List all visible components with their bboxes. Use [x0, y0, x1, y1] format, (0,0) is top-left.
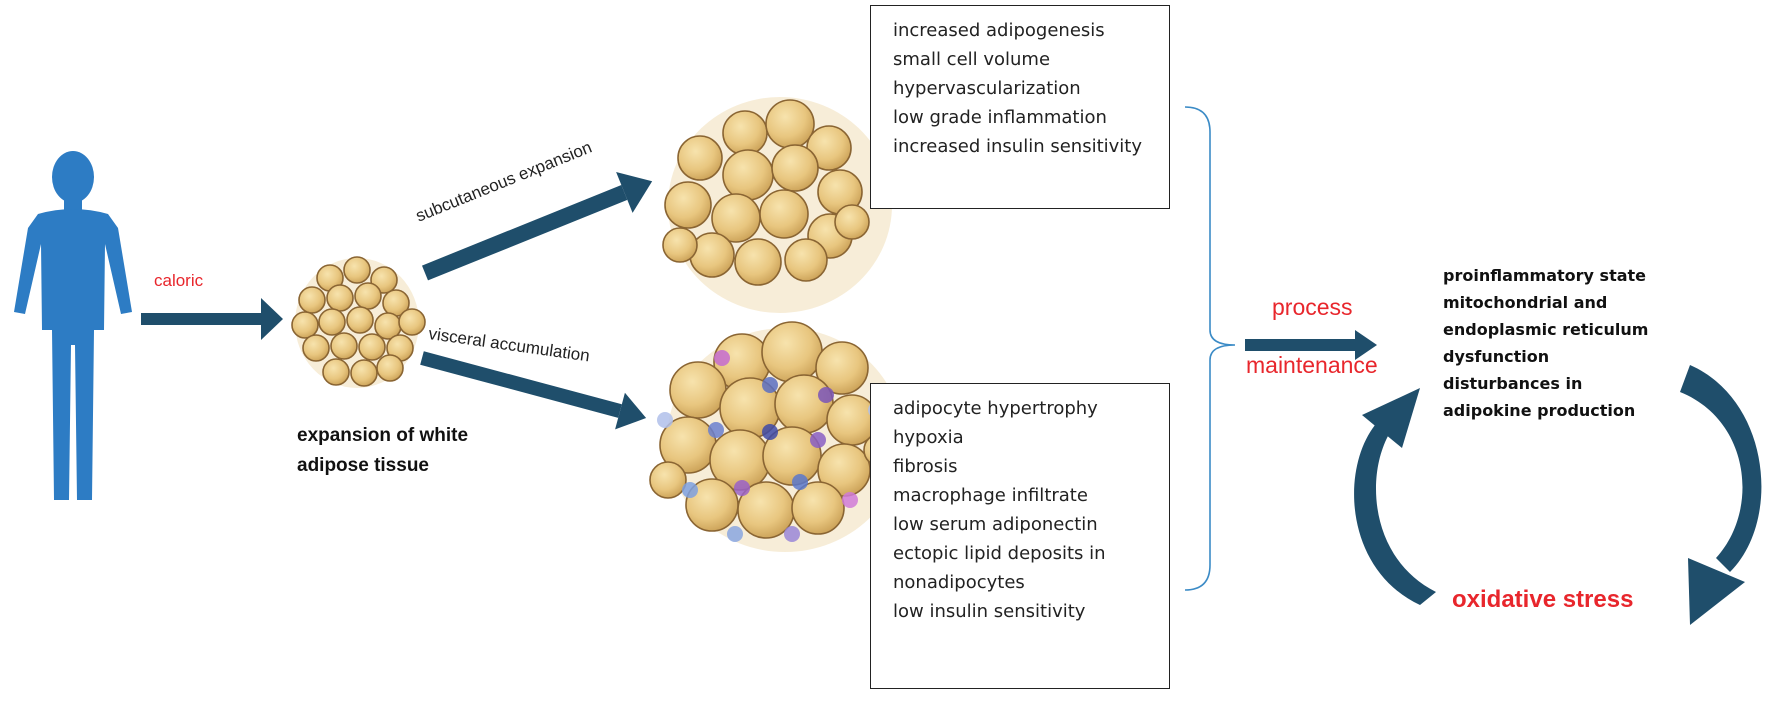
visceral-arrow [420, 351, 647, 430]
process-arrow [1245, 330, 1377, 360]
expansion-title: expansion of white adipose tissue [297, 421, 468, 481]
oxidative-stress-label: oxidative stress [1452, 586, 1634, 613]
adipocyte-cell [677, 135, 723, 181]
cycle-arrow-right [1680, 365, 1762, 625]
maintenance-label: maintenance [1246, 352, 1378, 378]
caloric-arrow [141, 298, 283, 340]
caloric-label: caloric [154, 271, 204, 290]
visceral-features-box: adipocyte hypertrophy hypoxia fibrosis macr… [870, 383, 1170, 689]
adipocyte-cell [662, 227, 698, 263]
immune-cell [810, 432, 826, 448]
adipocyte-cell [298, 286, 326, 314]
bracket [1184, 106, 1236, 591]
subcutaneous-features-box: increased adipogenesis small cell volume h… [870, 5, 1170, 209]
adipocyte-cell [649, 461, 687, 499]
adipose-cluster-icon [291, 256, 426, 388]
adipocyte-cell [376, 354, 404, 382]
visceral-feature-item: macrophage infiltrate [893, 485, 1088, 506]
adipocyte-cell [765, 99, 815, 149]
adipocyte-cell [326, 284, 354, 312]
adipocyte-cell [398, 308, 426, 336]
visceral-feature-item: low insulin sensitivity [893, 601, 1086, 622]
process-label: process [1272, 294, 1353, 320]
immune-cell [792, 474, 808, 490]
adipocyte-cell [302, 334, 330, 362]
immune-cell [708, 422, 724, 438]
subcutaneous-feature-item: small cell volume [893, 49, 1051, 70]
visceral-feature-item: nonadipocytes [893, 572, 1025, 593]
consequences-list: proinflammatory state mitochondrial and en… [1443, 262, 1648, 424]
immune-cell [818, 387, 834, 403]
adipocyte-cell [291, 311, 319, 339]
adipocyte-cell [771, 144, 819, 192]
subcutaneous-feature-item: hypervascularization [893, 78, 1081, 99]
adipocyte-cell [350, 359, 378, 387]
adipocyte-cell [759, 189, 809, 239]
adipocyte-cell [762, 426, 822, 486]
adipocyte-cell [791, 481, 845, 535]
consequence-item: dysfunction [1443, 347, 1550, 366]
immune-cell [714, 350, 730, 366]
visceral-feature-item: low serum adiponectin [893, 514, 1098, 535]
visceral-feature-item: adipocyte hypertrophy [893, 398, 1098, 419]
expansion-title-line-2: adipose tissue [297, 455, 429, 476]
visceral-feature-item: hypoxia [893, 427, 964, 448]
visceral-feature-item: ectopic lipid deposits in [893, 543, 1106, 564]
immune-cell [842, 492, 858, 508]
adipocyte-cell [669, 361, 727, 419]
immune-cell [784, 526, 800, 542]
adipocyte-cell [330, 332, 358, 360]
consequence-item: mitochondrial and [1443, 293, 1608, 312]
immune-cell [657, 412, 673, 428]
adipocyte-cell [734, 238, 782, 286]
immune-cell [762, 377, 778, 393]
consequence-item: proinflammatory state [1443, 266, 1647, 285]
visceral-feature-item: fibrosis [893, 456, 958, 477]
adipocyte-cell [784, 238, 828, 282]
immune-cell [682, 482, 698, 498]
immune-cell [727, 526, 743, 542]
immune-cell [762, 424, 778, 440]
adipocyte-cell [761, 321, 823, 383]
adipocyte-cell [664, 181, 712, 229]
adipocyte-cell [322, 358, 350, 386]
adipocyte-cell [346, 306, 374, 334]
consequence-item: adipokine production [1443, 401, 1636, 420]
adipocyte-cell [343, 256, 371, 284]
adipocyte-cell [722, 149, 774, 201]
human-silhouette-icon [14, 151, 132, 500]
adipocyte-cell [834, 204, 870, 240]
expansion-title-line-1: expansion of white [297, 425, 469, 446]
cycle-arrow-left [1354, 388, 1436, 605]
healthy-adipose-icon [662, 97, 892, 313]
adipocyte-cell [722, 110, 768, 156]
adipocyte-cell [815, 341, 869, 395]
inflamed-adipose-icon [649, 321, 903, 552]
immune-cell [734, 480, 750, 496]
adipocyte-cell [354, 282, 382, 310]
consequence-item: endoplasmic reticulum [1443, 320, 1649, 339]
adipocyte-cell [318, 308, 346, 336]
subcutaneous-arrow [422, 172, 653, 281]
subcutaneous-feature-item: low grade inflammation [893, 107, 1107, 128]
subcutaneous-feature-item: increased insulin sensitivity [893, 136, 1143, 157]
consequence-item: disturbances in [1443, 374, 1583, 393]
adipocyte-cell [358, 333, 386, 361]
subcutaneous-feature-item: increased adipogenesis [893, 20, 1105, 41]
adipocyte-cell [774, 374, 834, 434]
